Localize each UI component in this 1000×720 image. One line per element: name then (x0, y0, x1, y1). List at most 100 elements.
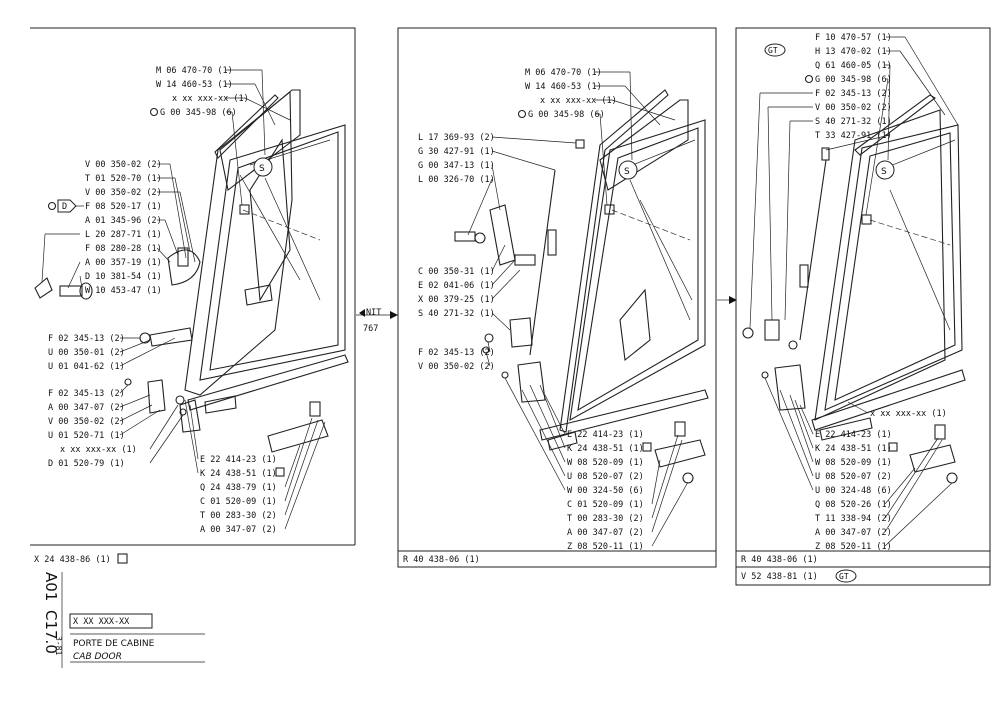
part-label: L 00 326-70 (1) (418, 175, 495, 185)
part-label: G 00 345-98 (6) (528, 110, 605, 120)
arrow-note-pointer-icon (359, 309, 365, 317)
part-label: T 33 427-91 (1) (815, 131, 892, 141)
panel-1-s-badge-label: S (259, 164, 265, 174)
doc-title-en: CAB DOOR (73, 652, 122, 662)
part-label: x xx xxx-xx (1) (540, 96, 617, 106)
part-label: A 00 347-07 (2) (48, 403, 125, 413)
panel-3-labels: F 10 470-57 (1) H 13 470-02 (1) GT Q 61 … (749, 33, 959, 552)
part-label: W 10 453-47 (1) (85, 286, 162, 296)
part-label: W 00 324-50 (6) (567, 486, 644, 496)
part-label: T 00 283-30 (2) (200, 511, 277, 521)
part-label: F 02 345-13 (2) (418, 348, 495, 358)
part-label: L 20 287-71 (1) (85, 230, 162, 240)
panel-3-hardware (742, 147, 958, 484)
part-label: S 40 271-32 (1) (815, 117, 892, 127)
part-label: G 00 345-98 (6) (815, 75, 892, 85)
part-label: U 08 520-07 (2) (567, 472, 644, 482)
panel-2-footer: R 40 438-06 (1) (403, 555, 480, 565)
panel-3-gt-badge (764, 43, 786, 57)
panel-1-footer-box-icon (117, 553, 128, 564)
part-label: E 22 414-23 (1) (815, 430, 892, 440)
part-label: F 02 345-13 (2) (815, 89, 892, 99)
part-label: W 08 520-09 (1) (815, 458, 892, 468)
part-label: C 01 520-09 (1) (200, 497, 277, 507)
part-label: K 24 438-51 (1) (567, 444, 644, 454)
panel-2-hardware (454, 139, 706, 484)
part-label: C 01 520-09 (1) (567, 500, 644, 510)
part-label: V 00 350-02 (2) (48, 417, 125, 427)
part-label: A 00 357-19 (1) (85, 258, 162, 268)
part-label: W 14 460-53 (1) (525, 82, 602, 92)
part-label: Q 61 460-05 (1) (815, 61, 892, 71)
doc-title-fr: PORTE DE CABINE (73, 639, 155, 649)
panel-1: S M 06 470-70 (1) W 14 460-53 (1) x xx x… (34, 66, 349, 565)
panel-3-footer-1: R 40 438-06 (1) (741, 555, 818, 565)
part-label: D 10 381-54 (1) (85, 272, 162, 282)
part-label: W 14 460-53 (1) (156, 80, 233, 90)
part-label: K 24 438-51 (1) (200, 469, 277, 479)
doc-reference: X XX XXX-XX (73, 617, 130, 627)
part-label: C 00 350-31 (1) (418, 267, 495, 277)
panel-1-gt-mark (149, 107, 159, 117)
part-label: Z 08 520-11 (1) (567, 542, 644, 552)
part-label: U 01 041-62 (1) (48, 362, 125, 372)
part-label: GT (839, 572, 849, 581)
arrow-note-line2: 767 (363, 324, 378, 334)
panel-frames (30, 27, 991, 586)
doc-code-c: C17.0 (42, 610, 60, 654)
panel-3-footer-2: V 52 438-81 (1) (741, 572, 818, 582)
flow-arrows: NIT 767 (356, 296, 737, 334)
part-label: S (881, 167, 887, 177)
doc-code-a: A01 (42, 572, 60, 601)
part-label: S (624, 167, 630, 177)
part-label: T 00 283-30 (2) (567, 514, 644, 524)
part-label: E 22 414-23 (1) (200, 455, 277, 465)
part-label: V 00 350-02 (2) (418, 362, 495, 372)
part-label: F 02 345-13 (2) (48, 389, 125, 399)
part-label: W 08 520-09 (1) (567, 458, 644, 468)
part-label: Z 08 520-11 (1) (815, 542, 892, 552)
part-label: A 00 347-07 (2) (567, 528, 644, 538)
part-label: G 00 345-98 (6) (160, 108, 237, 118)
part-label: D 01 520-79 (1) (48, 459, 125, 469)
part-label: M 06 470-70 (1) (525, 68, 602, 78)
panel-2-door-drawing (539, 89, 709, 451)
part-label: x xx xxx-xx (1) (870, 409, 947, 419)
part-label: F 08 520-17 (1) (85, 202, 162, 212)
part-label: V 00 350-02 (2) (85, 188, 162, 198)
part-label: A 00 347-07 (2) (200, 525, 277, 535)
part-label: G 00 347-13 (1) (418, 161, 495, 171)
part-label: T 01 520-70 (1) (85, 174, 162, 184)
panel-3-nut (861, 214, 872, 225)
part-label: X 00 379-25 (1) (418, 295, 495, 305)
part-label: E 22 414-23 (1) (567, 430, 644, 440)
part-label: U 00 350-01 (2) (48, 348, 125, 358)
part-label: L 17 369-93 (2) (418, 133, 495, 143)
panel-1-nut (239, 204, 250, 215)
panel-1-labels: M 06 470-70 (1) W 14 460-53 (1) x xx xxx… (41, 66, 326, 535)
panel-3: S F 10 470-57 (1) H 13 470-02 (1) GT Q 6… (741, 33, 966, 583)
part-label: E 02 041-06 (1) (418, 281, 495, 291)
part-label: GT (768, 46, 778, 55)
part-label: M 06 470-70 (1) (156, 66, 233, 76)
panel-1-s-badge (253, 157, 273, 177)
panel-2-labels: M 06 470-70 (1) W 14 460-53 (1) x xx xxx… (418, 68, 689, 552)
part-label: V 00 350-02 (2) (815, 103, 892, 113)
part-label: Q 08 520-26 (1) (815, 500, 892, 510)
title-block: A01 C17.0 3-81 X XX XXX-XX PORTE DE CABI… (42, 572, 205, 668)
panel-3-s-badge (875, 160, 895, 180)
part-label: T 11 338-94 (2) (815, 514, 892, 524)
panel-3-footer-gt-badge (835, 569, 857, 583)
part-label: Q 24 438-79 (1) (200, 483, 277, 493)
panel-1-d-badge (57, 199, 77, 213)
panel-2-s-badge (618, 160, 638, 180)
doc-revision: 3-81 (54, 636, 63, 655)
panel-1-footer: X 24 438-86 (1) (34, 555, 111, 565)
panel-1-door-drawing (179, 89, 349, 433)
part-label: A 01 345-96 (2) (85, 216, 162, 226)
part-label: A 00 347-07 (2) (815, 528, 892, 538)
arrow-note-line1: NIT (366, 308, 381, 318)
part-label: D (62, 202, 67, 212)
part-label: F 10 470-57 (1) (815, 33, 892, 43)
